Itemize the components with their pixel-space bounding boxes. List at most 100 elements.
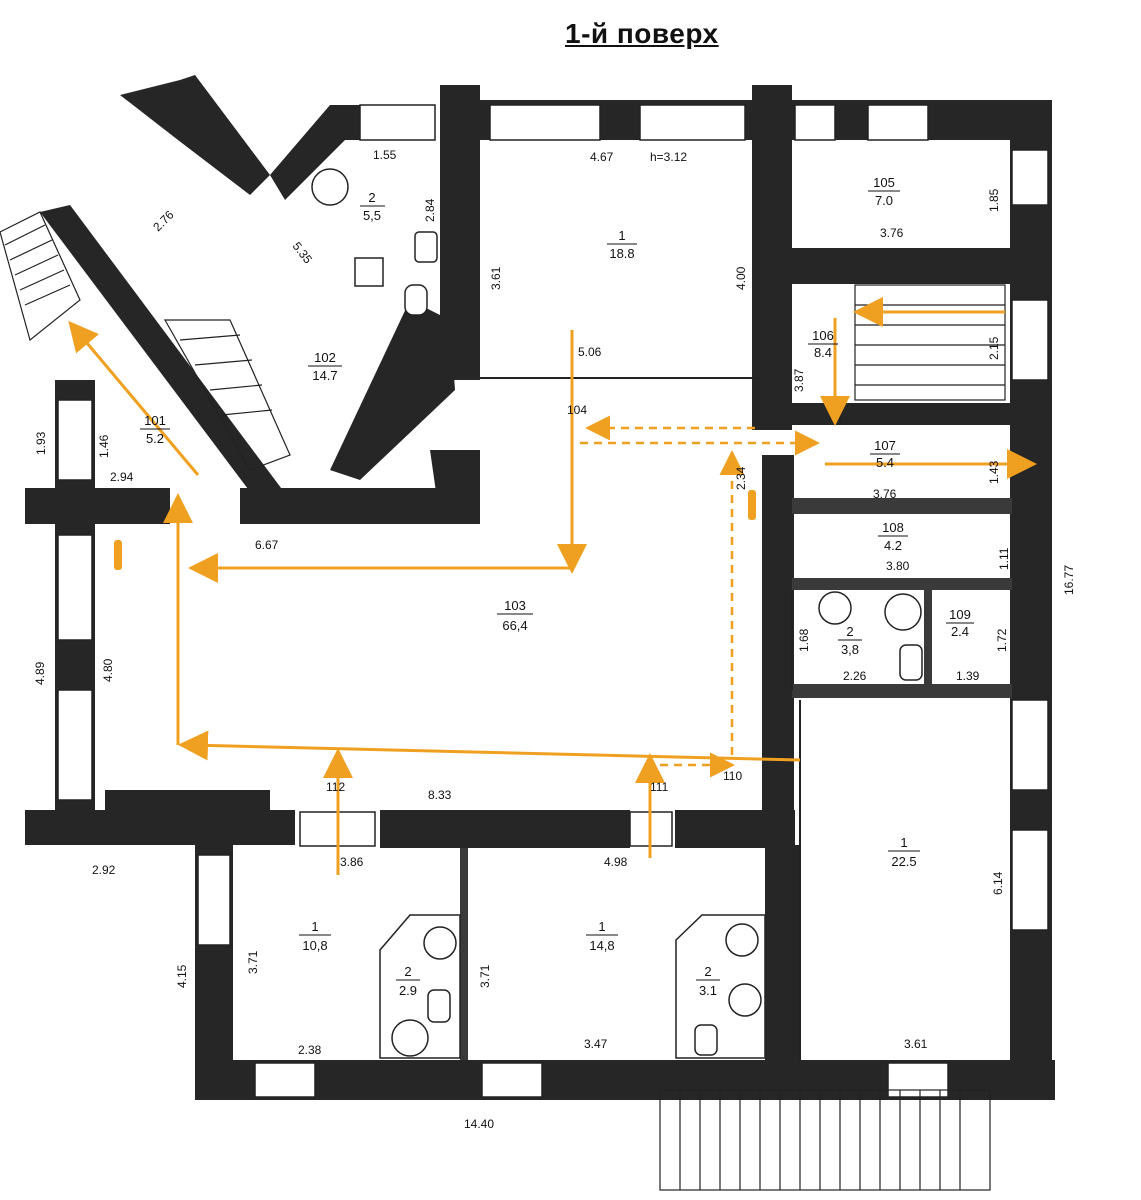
room-1c-label: 1 10,8 bbox=[299, 919, 331, 953]
wall-h-mid bbox=[240, 488, 480, 524]
dimension-label: 4.89 bbox=[33, 661, 47, 685]
wall-diag bbox=[270, 105, 360, 200]
room-area: 4.2 bbox=[884, 538, 902, 553]
window bbox=[359, 104, 436, 141]
dimension-label: 4.98 bbox=[604, 855, 628, 869]
dimension-label: 3.76 bbox=[873, 487, 897, 501]
fire-extinguisher-icon bbox=[748, 490, 756, 520]
window bbox=[57, 534, 93, 641]
dimension-label: 3.71 bbox=[246, 950, 260, 974]
evac-arrow bbox=[178, 730, 801, 762]
window bbox=[794, 104, 836, 141]
dimension-label: 3.61 bbox=[904, 1037, 928, 1051]
wall-diag-right bbox=[330, 300, 455, 480]
room-2b-label: 2 3,8 bbox=[838, 624, 862, 657]
room-number: 103 bbox=[504, 598, 526, 613]
room-number: 2 bbox=[704, 964, 711, 979]
room-number: 109 bbox=[949, 607, 971, 622]
sink-icon bbox=[311, 168, 349, 206]
stair-102 bbox=[163, 319, 291, 471]
dimension-label: h=3.12 bbox=[650, 150, 687, 164]
room-105-label: 105 7.0 bbox=[868, 175, 900, 208]
window bbox=[867, 104, 929, 141]
wall-bottom-mid2 bbox=[675, 810, 795, 848]
room-101-label: 101 5.2 bbox=[140, 413, 170, 446]
room-area: 3,8 bbox=[841, 642, 859, 657]
room-number: 1 bbox=[311, 919, 318, 934]
dimension-label: 2.92 bbox=[92, 863, 116, 877]
wall-bottom-mid bbox=[380, 810, 630, 848]
room-number: 108 bbox=[882, 520, 904, 535]
room-102-label: 102 14.7 bbox=[308, 350, 342, 383]
dimension-labels: 1.55 4.67 h=3.12 2.84 2.76 5.35 3.61 4.0… bbox=[33, 148, 1076, 1131]
room-109-label: 109 2.4 bbox=[946, 607, 974, 639]
dimension-label: 2.26 bbox=[843, 669, 867, 683]
room-1-label: 1 18.8 bbox=[607, 228, 637, 261]
fire-extinguisher-icon bbox=[114, 540, 122, 570]
window bbox=[1011, 149, 1049, 206]
dimension-label: 3.76 bbox=[880, 226, 904, 240]
shaft-icon bbox=[354, 257, 384, 287]
dimension-label: 4.80 bbox=[101, 658, 115, 682]
room-107-label: 107 5.4 bbox=[870, 438, 900, 470]
window bbox=[481, 1062, 543, 1098]
room-area: 2.4 bbox=[951, 624, 969, 639]
wall-lower-right bbox=[765, 845, 800, 1060]
dimension-label: 4.67 bbox=[590, 150, 614, 164]
toilet-icon bbox=[899, 644, 923, 681]
dimension-label: 1.43 bbox=[987, 460, 1001, 484]
shower-icon bbox=[391, 1019, 429, 1057]
dimension-label: 112 bbox=[326, 780, 345, 794]
wall-right bbox=[1010, 100, 1052, 1100]
window bbox=[254, 1062, 316, 1098]
dimension-label: 8.33 bbox=[428, 788, 452, 802]
wall-mid-vertical-lower bbox=[762, 455, 794, 815]
room-area: 7.0 bbox=[875, 193, 893, 208]
window bbox=[1011, 299, 1049, 381]
wall-109 bbox=[924, 590, 932, 684]
stair-entrance bbox=[659, 1089, 991, 1191]
dimension-label: 6.14 bbox=[991, 871, 1005, 895]
page-title: 1-й поверх bbox=[565, 18, 719, 49]
evacuation-arrows bbox=[68, 297, 1037, 875]
sink-icon bbox=[423, 926, 457, 960]
room-106-label: 106 8.4 bbox=[808, 328, 838, 360]
wall-bottom-left bbox=[25, 810, 295, 845]
room-number: 1 bbox=[598, 919, 605, 934]
room-number: 105 bbox=[873, 175, 895, 190]
room-area: 66,4 bbox=[502, 618, 527, 633]
dimension-label: 2.76 bbox=[150, 207, 177, 234]
shower-icon bbox=[728, 983, 762, 1017]
stair-106 bbox=[854, 284, 1006, 401]
room-area: 8.4 bbox=[814, 345, 832, 360]
room-number: 2 bbox=[846, 624, 853, 639]
dimension-label: 16.77 bbox=[1062, 565, 1076, 595]
dimension-label: 4.00 bbox=[734, 266, 748, 290]
room-area: 10,8 bbox=[302, 938, 327, 953]
window bbox=[887, 1062, 949, 1098]
dimension-label: 6.67 bbox=[255, 538, 279, 552]
window bbox=[639, 104, 746, 141]
window bbox=[1011, 699, 1049, 791]
wall-105 bbox=[792, 248, 1012, 284]
evac-arrow bbox=[68, 320, 200, 476]
room-2d-label: 2 3.1 bbox=[696, 964, 720, 998]
room-number: 107 bbox=[874, 438, 896, 453]
dimension-label: 1.11 bbox=[997, 547, 1011, 570]
dimension-label: 5.35 bbox=[290, 239, 316, 266]
wall-h-left bbox=[25, 488, 170, 524]
window bbox=[57, 399, 93, 481]
dimension-label: 4.15 bbox=[175, 964, 189, 988]
room-area: 2.9 bbox=[399, 983, 417, 998]
room-number: 1 bbox=[618, 228, 625, 243]
dimension-label: 2.15 bbox=[987, 336, 1001, 360]
room-108-label: 108 4.2 bbox=[878, 520, 908, 553]
stairs bbox=[0, 211, 1006, 1191]
dimension-label: 110 bbox=[723, 769, 742, 783]
dimension-label: 3.80 bbox=[886, 559, 910, 573]
window bbox=[489, 104, 601, 141]
dimension-label: 2.34 bbox=[734, 466, 748, 490]
dimension-label: 1.55 bbox=[373, 148, 397, 162]
room-area: 5.4 bbox=[876, 455, 894, 470]
wall-mid-vertical bbox=[752, 100, 792, 430]
